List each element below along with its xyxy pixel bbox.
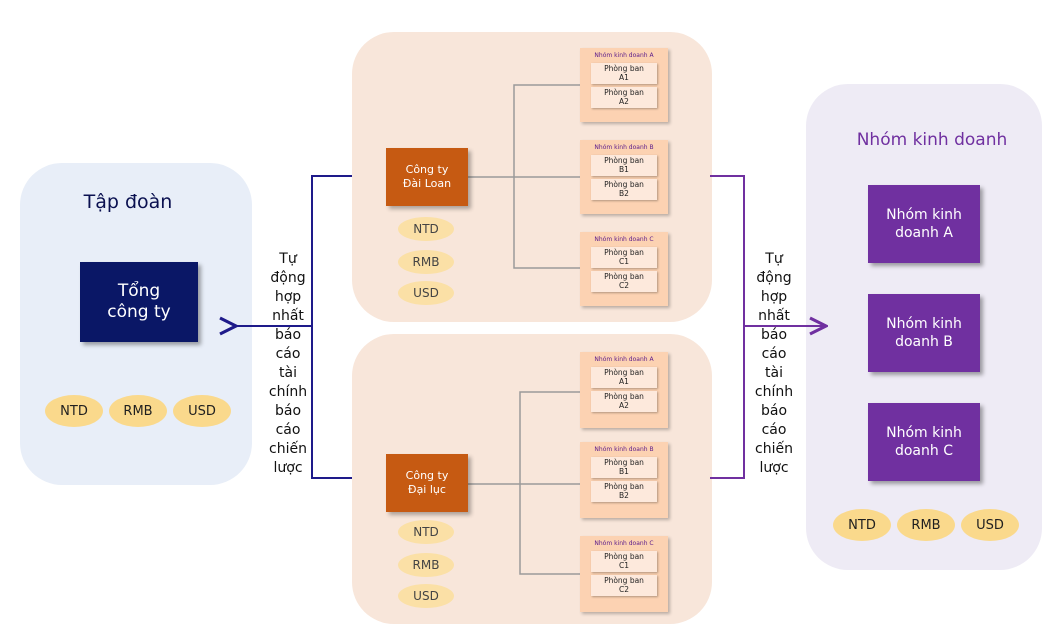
company-mainland-box: Công ty Đại lục [386,454,468,512]
company-mainland-line-1: Công ty [405,469,449,482]
group-title: Nhóm kinh doanh A [594,52,654,59]
flow-label-word: lược [759,460,789,476]
flow-label-word: cáo [761,422,787,438]
flow-label-word: nhất [758,308,790,324]
right-currency-usd-badge: USD [961,509,1019,541]
head-office-line-1: Tổng [117,281,161,301]
flow-label-word: lược [273,460,303,476]
left-flow-label: Tự động hợp nhất báo cáo tài chính báo cáo chiến lư… [258,250,318,478]
flow-label-word: tài [765,365,783,381]
head-office-line-2: công ty [107,302,171,322]
flow-label-word: báo [274,403,302,419]
company-taiwan-box: Công ty Đài Loan [386,148,468,206]
flow-label-word: báo [760,403,788,419]
flow-label-word: báo [274,327,302,343]
flow-label-word: hợp [274,289,302,305]
flow-label-word: Tự [279,251,297,267]
group-title: Nhóm kinh doanh B [594,144,654,151]
taiwan-currency-rmb: RMB [398,250,454,274]
right-flow-label: Tự động hợp nhất báo cáo tài chính báo cáo chiến lư… [744,250,804,478]
flow-label-word: chiến [755,441,793,457]
mainland-currency-usd: USD [398,584,454,608]
taiwan-currency-ntd: NTD [398,217,454,241]
currency-rmb-badge: RMB [109,395,167,427]
flow-label-word: tài [279,365,297,381]
currency-usd-badge: USD [173,395,231,427]
business-group-title: Nhóm kinh doanh [856,130,1008,150]
group-title: Nhóm kinh doanh A [594,356,654,363]
group-title: Nhóm kinh doanh B [594,446,654,453]
flow-label-word: chính [754,384,794,400]
mainland-currency-rmb: RMB [398,553,454,577]
mainland-currency-ntd: NTD [398,520,454,544]
flow-label-word: động [270,270,306,286]
company-taiwan-line-2: Đài Loan [402,177,452,190]
flow-label-word: hợp [760,289,788,305]
group-title: Nhóm kinh doanh C [594,540,654,547]
flow-label-word: nhất [272,308,304,324]
taiwan-tree-lines [468,84,580,269]
flow-label-word: Tự [765,251,783,267]
flow-label-word: chiến [269,441,307,457]
taiwan-currency-usd: USD [398,281,454,305]
company-mainland-line-2: Đại lục [408,483,446,496]
right-currency-ntd-badge: NTD [833,509,891,541]
flow-label-word: cáo [275,346,301,362]
corporate-title: Tập đoàn [83,191,173,213]
flow-label-word: cáo [275,422,301,438]
left-flow-bracket [234,175,352,479]
currency-ntd-badge: NTD [45,395,103,427]
flow-label-word: báo [760,327,788,343]
flow-label-word: động [756,270,792,286]
flow-label-word: cáo [761,346,787,362]
right-currency-rmb-badge: RMB [897,509,955,541]
head-office-box: Tổng công ty [80,262,198,342]
mainland-tree-lines [468,391,580,575]
right-flow-bracket [710,175,824,479]
company-taiwan-line-1: Công ty [405,163,449,176]
flow-label-word: chính [268,384,308,400]
group-title: Nhóm kinh doanh C [594,236,654,243]
